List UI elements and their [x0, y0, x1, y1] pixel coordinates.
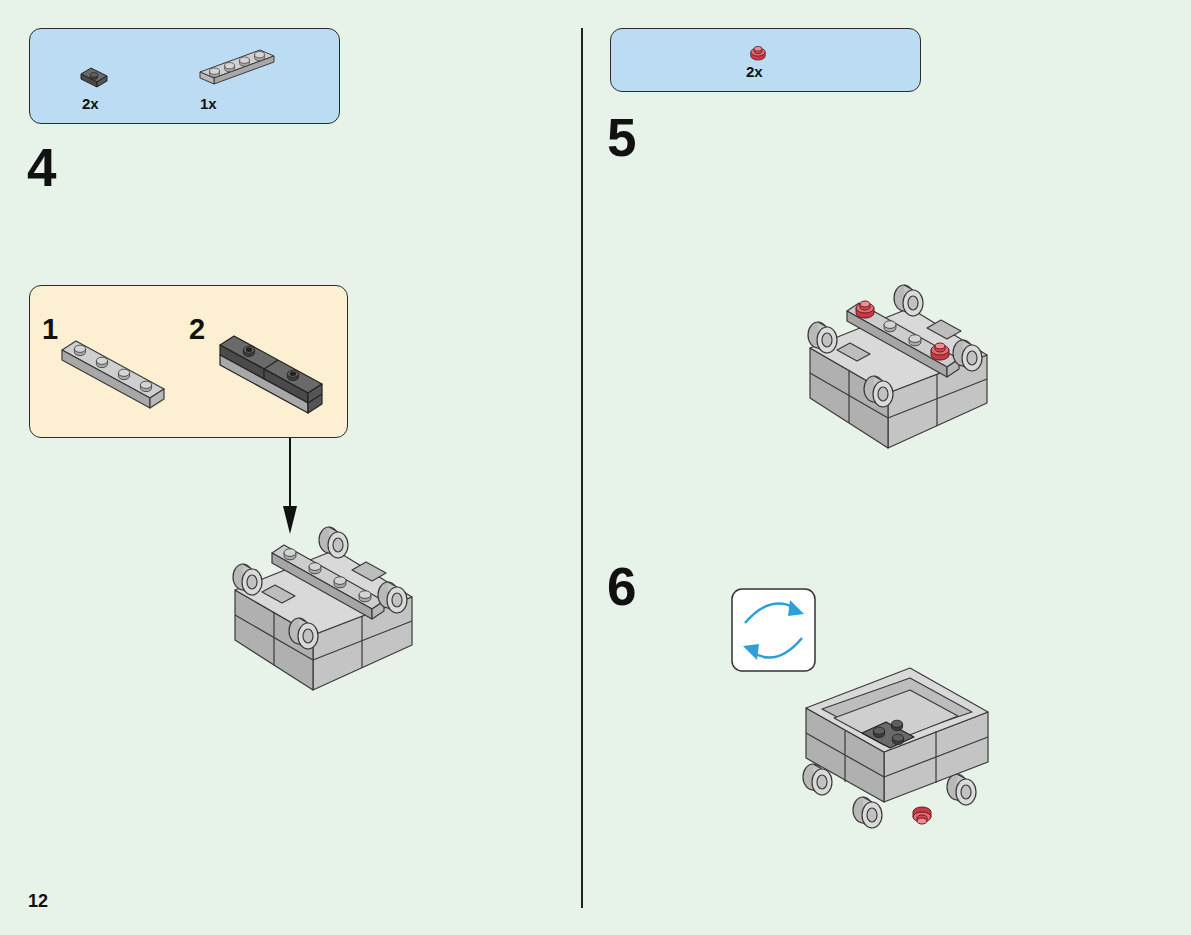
rotate-icon: [752, 638, 802, 658]
sub-step-plate: [150, 389, 164, 408]
sub-step-jumper-plates: [220, 336, 322, 413]
jumper-plate-icon: [90, 72, 98, 79]
sub-assembly-panel: 12: [29, 285, 348, 438]
step-6-model: [892, 734, 903, 744]
quantity-label: 2x: [746, 64, 763, 79]
step-6-model: [806, 731, 988, 783]
sub-step-jumper-plates: [220, 355, 308, 413]
step-number: 6: [607, 560, 636, 613]
sub-step-jumper-plates: [287, 370, 298, 380]
round-plate-icon: [751, 46, 765, 60]
step-4-model: [233, 527, 412, 690]
step-6-model: [853, 797, 882, 828]
sub-step-plate: [62, 341, 164, 408]
placement-arrow: [283, 438, 297, 534]
placement-arrow: [283, 506, 297, 534]
parts-list-panel: 2x 1x: [29, 28, 340, 124]
plate-1x4-icon: [200, 50, 274, 84]
round-plate-icon: [751, 46, 765, 60]
rotate-icon: [732, 589, 815, 671]
quantity-label: 1: [42, 315, 58, 344]
column-divider: [581, 28, 583, 908]
step-number: 4: [27, 141, 56, 194]
quantity-label: 2x: [82, 96, 99, 111]
sub-step-plate: [62, 341, 164, 398]
sub-step-jumper-plates: [243, 346, 254, 356]
step-6-model: [862, 722, 914, 748]
sub-step-jumper-plates: [247, 348, 252, 351]
plate-1x4-icon: [240, 57, 250, 66]
sub-assembly-panel-fill: [30, 286, 348, 438]
rotate-icon: [743, 644, 759, 660]
step-6-model: [803, 668, 988, 828]
parts-list-panel-fill: [611, 29, 921, 92]
panel-fill: [30, 29, 921, 438]
step-6-model: [891, 720, 902, 730]
step-6-model: [806, 668, 988, 752]
jumper-plate-icon: [81, 68, 107, 87]
page-number: 12: [28, 892, 48, 910]
step-number: 5: [607, 111, 636, 164]
sub-step-plate: [140, 381, 151, 391]
sub-step-plate: [62, 350, 150, 408]
step-4-model: [233, 527, 412, 690]
step-6-model: [834, 690, 958, 745]
rotate-icon: [788, 600, 804, 616]
rotate-icon: [745, 603, 795, 623]
step-6-model: [913, 807, 931, 824]
step-5-model: [856, 301, 874, 318]
step-5-model: [808, 285, 987, 448]
parts-list-panel: 2x: [610, 28, 921, 92]
step-5-model: [808, 285, 987, 448]
quantity-label: 1x: [200, 96, 217, 111]
rotate-icon: [732, 589, 815, 671]
plate-1x4-icon: [255, 52, 265, 61]
placement-arrow: [289, 438, 291, 510]
plate-1x4-icon: [225, 63, 235, 72]
jumper-plate-icon: [97, 76, 107, 87]
step-6-model: [947, 774, 976, 805]
step-6-model: [873, 727, 884, 737]
sub-step-plate: [118, 369, 129, 379]
sub-step-plate: [74, 345, 85, 355]
sub-step-jumper-plates: [291, 372, 296, 375]
step-5-model: [931, 343, 949, 360]
plate-1x4-icon: [210, 68, 220, 77]
quantity-label: 2: [189, 315, 205, 344]
sub-step-plate: [96, 357, 107, 367]
plate-1x4-icon: [214, 56, 274, 84]
parts-list-panel-fill: [30, 29, 340, 124]
sub-step-jumper-plates: [264, 360, 322, 403]
